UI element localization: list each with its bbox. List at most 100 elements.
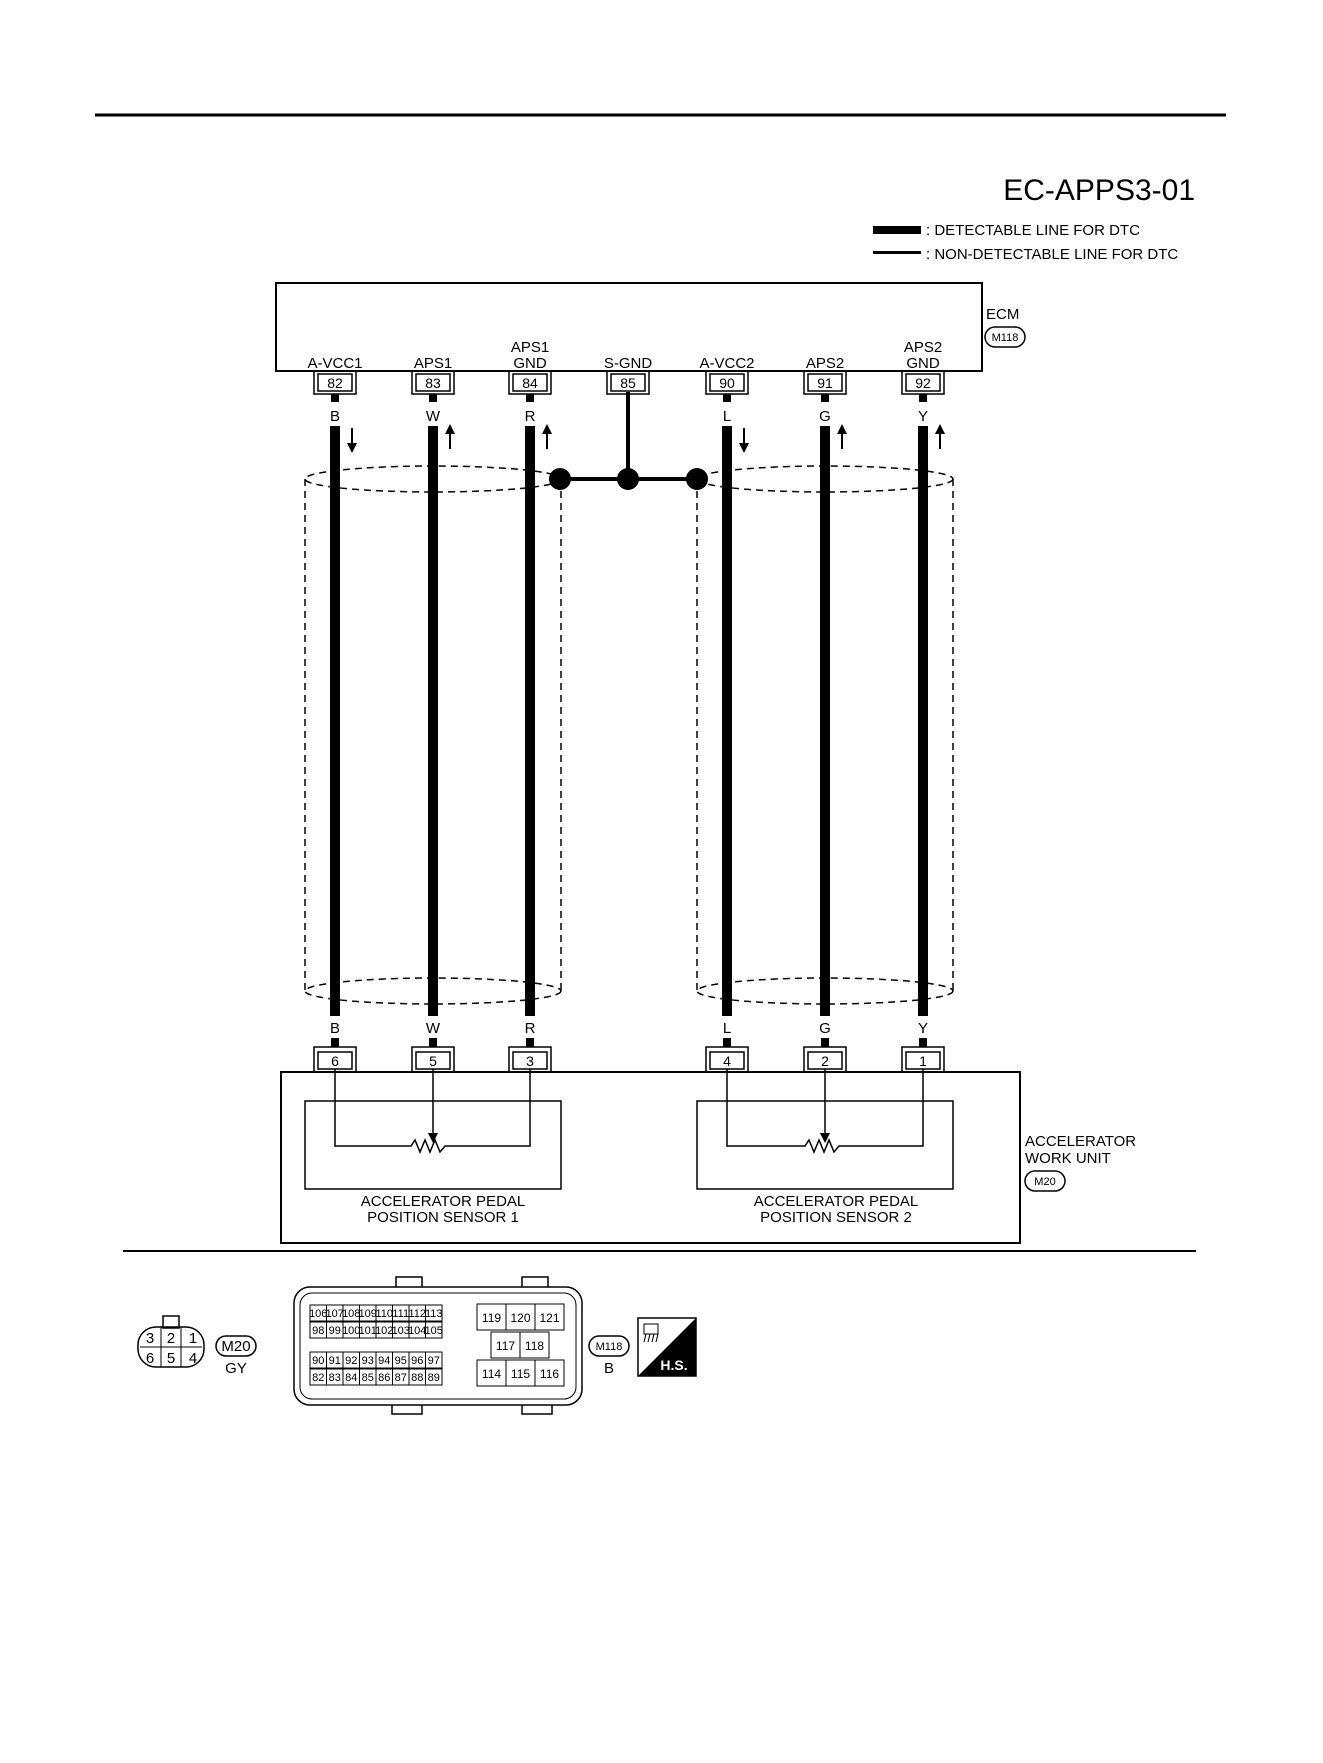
- m118-cavity-number: 99: [329, 1325, 341, 1337]
- sensor1-circuit: [334, 1086, 531, 1154]
- m118-cavity: [425, 1351, 443, 1369]
- ecm-pin-number: 82: [327, 375, 343, 391]
- wire-stub: [919, 394, 927, 402]
- wire-color-bottom: Y: [918, 1020, 928, 1037]
- ecm-name: ECM: [986, 306, 1019, 323]
- wire-stub: [331, 394, 339, 402]
- ecm-pin-number: 85: [620, 375, 636, 391]
- wire: [525, 426, 535, 1016]
- wire-color-bottom: W: [426, 1020, 441, 1037]
- m118-cavity-number: 98: [312, 1325, 324, 1337]
- wire: [918, 426, 928, 1016]
- wu-pin-number: 5: [429, 1053, 437, 1069]
- m118-cavity-number: 95: [395, 1355, 407, 1367]
- sensor2-line1: ACCELERATOR PEDAL: [754, 1193, 919, 1210]
- ecm-terminal-label: A-VCC2: [699, 355, 754, 372]
- wire-stub: [526, 394, 534, 402]
- wire-color-top: Y: [918, 408, 928, 425]
- m118-shell-inner: [299, 1292, 577, 1400]
- wire-color-top: L: [723, 408, 731, 425]
- legend-detectable-swatch: [873, 226, 921, 234]
- ecm-pin-number: 91: [817, 375, 833, 391]
- m118-cavity-number: 104: [408, 1325, 426, 1337]
- legend-detectable-label: : DETECTABLE LINE FOR DTC: [926, 222, 1140, 239]
- m118-cavity: [519, 1331, 550, 1359]
- hs-badge: H.S.: [637, 1317, 697, 1377]
- legend-non-detectable-swatch: [873, 251, 921, 254]
- m118-cavity-number: 93: [362, 1355, 374, 1367]
- m118-cavity-number: 117: [496, 1339, 515, 1353]
- wire-color-bottom: R: [525, 1020, 536, 1037]
- wu-pin-number: 3: [526, 1053, 534, 1069]
- sensor2-wiper-arrow: [820, 1133, 830, 1143]
- m118-cavity-number: 107: [326, 1308, 344, 1320]
- wire-stub: [723, 394, 731, 402]
- m20-code: M20: [221, 1338, 250, 1355]
- m118-cavity-number: 116: [540, 1367, 559, 1381]
- m20-cavity: 5: [167, 1350, 175, 1367]
- m118-cavity-number: 119: [482, 1311, 501, 1325]
- m118-cavity-number: 113: [425, 1308, 443, 1320]
- m20-cavity: 4: [189, 1350, 197, 1367]
- ecm-terminal-label: GND: [513, 355, 547, 372]
- m118-cavity-number: 102: [375, 1325, 393, 1337]
- ecm-pin-number: 83: [425, 375, 441, 391]
- ecm-pin-box: [317, 373, 353, 392]
- m118-cavity-number: 109: [359, 1308, 377, 1320]
- wire: [722, 426, 732, 1016]
- ecm-terminals: A-VCC182APS183APS1GND84S-GND85A-VCC290AP…: [307, 339, 945, 395]
- m20-connector-view: 3 2 1 6 5 4 M20 GY: [137, 1315, 257, 1377]
- wire-color-top: B: [330, 408, 340, 425]
- splice-node-center: [617, 468, 639, 490]
- wire-stub: [919, 1038, 927, 1047]
- ecm-terminal-label: A-VCC1: [307, 355, 362, 372]
- wu-pin-number: 4: [723, 1053, 731, 1069]
- sensor2-circuit: [726, 1086, 924, 1154]
- m20-color: GY: [225, 1360, 247, 1377]
- ecm-connector-code: M118: [992, 332, 1019, 344]
- m118-cavity-number: 112: [408, 1308, 426, 1320]
- wire-color-top: R: [525, 408, 536, 425]
- wu-pin-number: 6: [331, 1053, 339, 1069]
- m118-cavity: [505, 1303, 536, 1331]
- signal-arrow-down-icon: [739, 443, 749, 453]
- wu-pin-bracket: [313, 1046, 357, 1072]
- wire-stub: [331, 1038, 339, 1047]
- wire-stub: [723, 1038, 731, 1047]
- diagram-id: EC-APPS3-01: [1003, 174, 1195, 207]
- wu-pin-number: 2: [821, 1053, 829, 1069]
- ecm-pin-number: 84: [522, 375, 538, 391]
- m118-cavity-number: 86: [378, 1372, 390, 1384]
- ecm-pin-box: [709, 373, 745, 392]
- ecm-pin-box: [415, 373, 451, 392]
- sgnd-splice: [549, 392, 708, 490]
- ecm-terminal-label: APS1: [511, 339, 549, 356]
- m118-cavity: [425, 1368, 443, 1386]
- wire-color-bottom: G: [819, 1020, 831, 1037]
- signal-arrow-up-icon: [445, 424, 455, 434]
- m118-cavity-number: 82: [312, 1372, 324, 1384]
- work-unit-connector-code: M20: [1034, 1176, 1055, 1188]
- m118-cavity-number: 120: [510, 1311, 530, 1325]
- wire-stub: [526, 1038, 534, 1047]
- m118-cavity-number: 114: [482, 1367, 501, 1381]
- work-unit-line1: ACCELERATOR: [1025, 1133, 1136, 1150]
- m118-cavity-number: 91: [329, 1355, 341, 1367]
- harness-side-icon: [643, 1323, 659, 1343]
- wu-pin-number: 1: [919, 1053, 927, 1069]
- ecm-block: ECM M118 A-VCC182APS183APS1GND84S-GND85A…: [275, 282, 1026, 395]
- m118-cavity-number: 92: [345, 1355, 357, 1367]
- ecm-terminal-label: APS2: [904, 339, 942, 356]
- m118-cavity-number: 83: [329, 1372, 341, 1384]
- m20-cavity: 3: [146, 1330, 154, 1347]
- ecm-box: [275, 282, 983, 372]
- m118-cavity-number: 85: [362, 1372, 374, 1384]
- m118-color: B: [604, 1360, 614, 1377]
- sensor2-line2: POSITION SENSOR 2: [760, 1209, 912, 1226]
- m118-cavity-number: 111: [392, 1308, 409, 1320]
- work-unit-connector-oval: [1024, 1170, 1066, 1192]
